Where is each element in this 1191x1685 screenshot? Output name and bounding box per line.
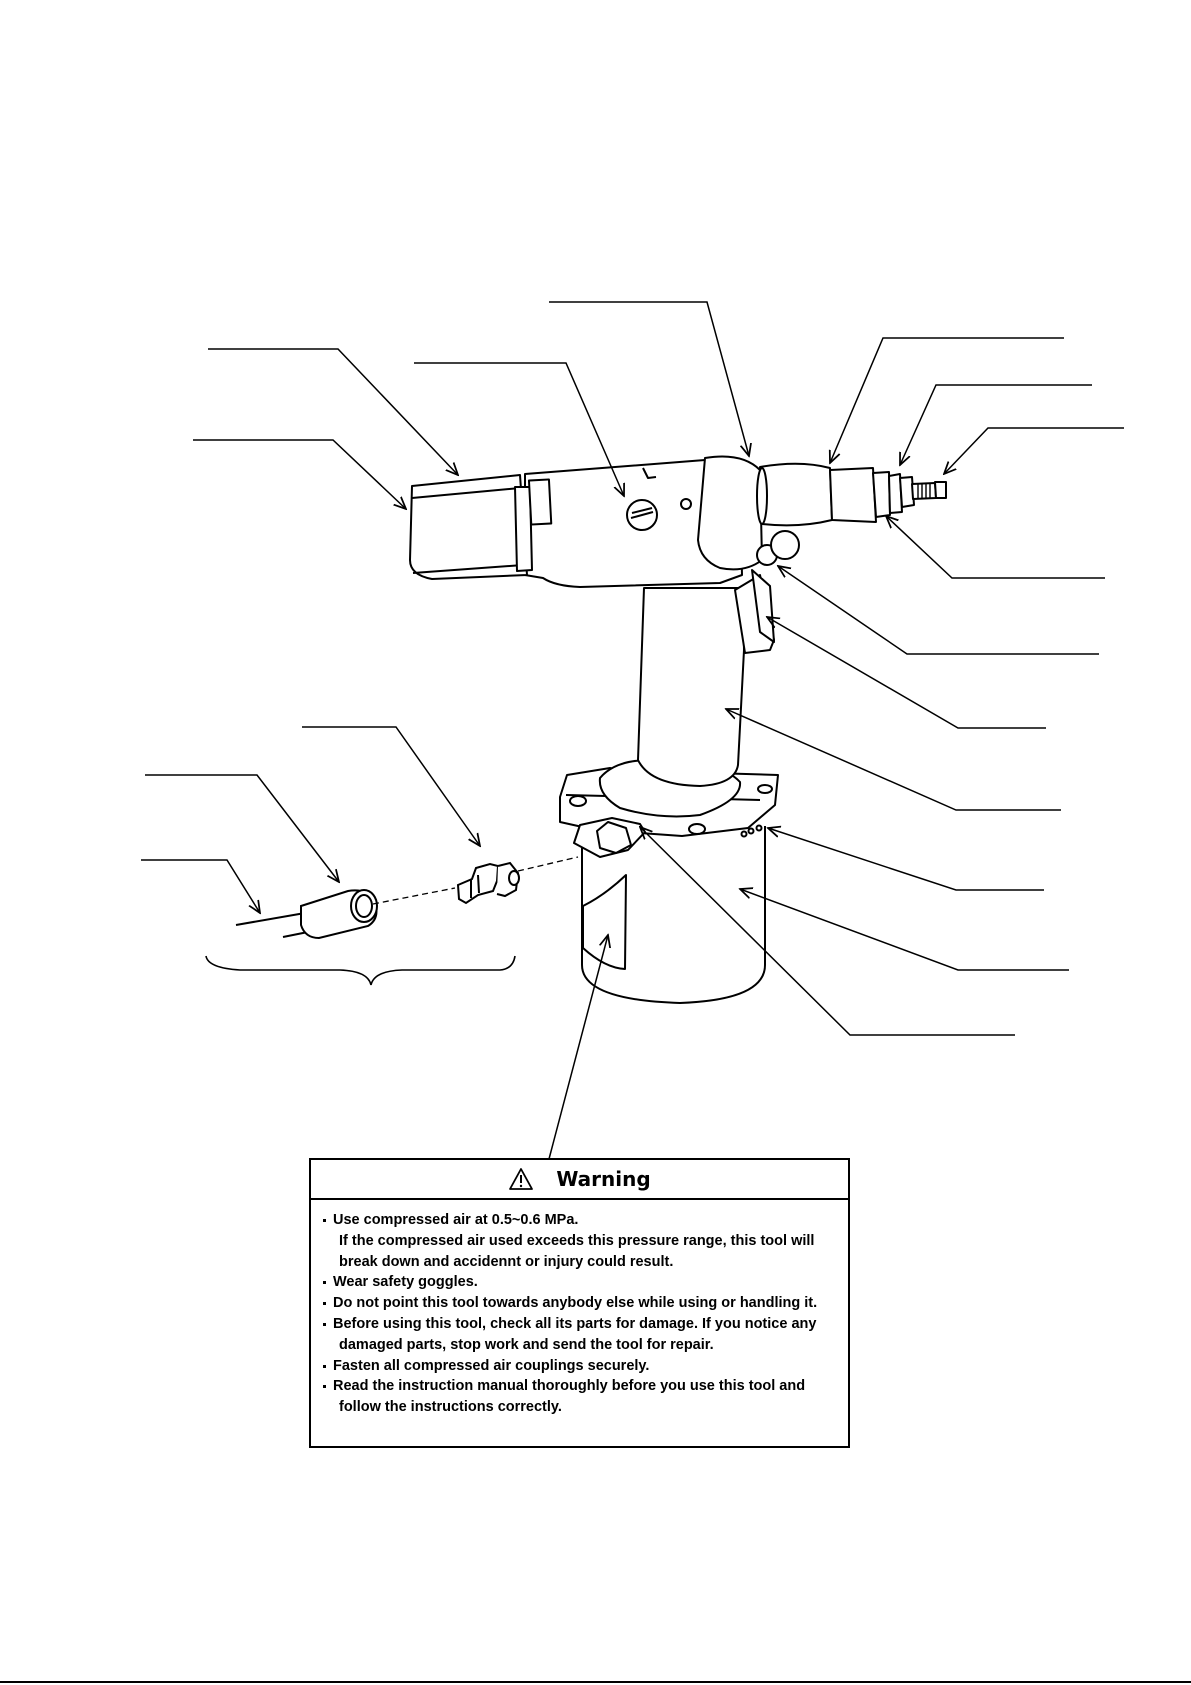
warning-box: Warning Use compressed air at 0.5~0.6 MP…	[309, 1158, 850, 1448]
leader-inlet	[640, 827, 1015, 1036]
leader-release	[778, 566, 1099, 655]
front-collar	[697, 455, 763, 571]
handle-grip	[637, 587, 745, 787]
warning-item: If the compressed air used exceeds this …	[339, 1232, 815, 1249]
rivet-tool-drawing	[409, 455, 947, 1004]
cylinder-label-sheet	[582, 874, 627, 970]
nose-tube	[829, 467, 877, 523]
warning-title: Warning	[556, 1167, 651, 1191]
leader-flange	[768, 828, 1044, 891]
nose-housing	[759, 462, 833, 527]
leader-plug	[302, 726, 480, 846]
coupling-parts	[235, 856, 579, 940]
leader-rear-top	[208, 348, 458, 475]
warning-header: Warning	[311, 1160, 848, 1200]
warning-item: Wear safety goggles.	[323, 1272, 840, 1293]
leader-handle	[726, 709, 1061, 811]
leader-nose-nut	[900, 384, 1092, 465]
leader-rear-side	[193, 439, 406, 509]
nose-nut	[888, 473, 903, 514]
mandrel	[911, 482, 937, 500]
warning-item: damaged parts, stop work and send the to…	[339, 1336, 714, 1353]
warning-list: Use compressed air at 0.5~0.6 MPa. If th…	[311, 1200, 848, 1418]
warning-item: Do not point this tool towards anybody e…	[323, 1293, 840, 1314]
leader-collar	[549, 301, 749, 456]
warning-triangle-icon	[509, 1168, 534, 1190]
page-bottom-rule	[0, 1681, 1191, 1683]
leader-warning-label	[548, 935, 608, 1160]
leader-lines	[141, 301, 1124, 1160]
warning-item: Read the instruction manual thoroughly b…	[323, 1376, 840, 1397]
leader-nose-tube	[886, 516, 1105, 579]
air-cylinder	[581, 826, 766, 1004]
warning-item: follow the instructions correctly.	[339, 1399, 562, 1416]
warning-item: Fasten all compressed air couplings secu…	[323, 1356, 840, 1377]
warning-item: Use compressed air at 0.5~0.6 MPa.	[323, 1210, 840, 1231]
leader-screw	[414, 362, 624, 496]
warning-item: Before using this tool, check all its pa…	[323, 1314, 840, 1335]
leader-hose	[141, 859, 260, 913]
leader-cylinder	[740, 889, 1069, 971]
leader-socket	[145, 774, 339, 882]
warning-item: break down and accidennt or injury could…	[339, 1253, 674, 1270]
leader-nose	[830, 337, 1064, 463]
leader-trigger	[767, 617, 1046, 729]
leader-mandrel	[944, 427, 1124, 474]
parts-bracket	[205, 955, 516, 986]
rear-housing	[409, 474, 528, 580]
